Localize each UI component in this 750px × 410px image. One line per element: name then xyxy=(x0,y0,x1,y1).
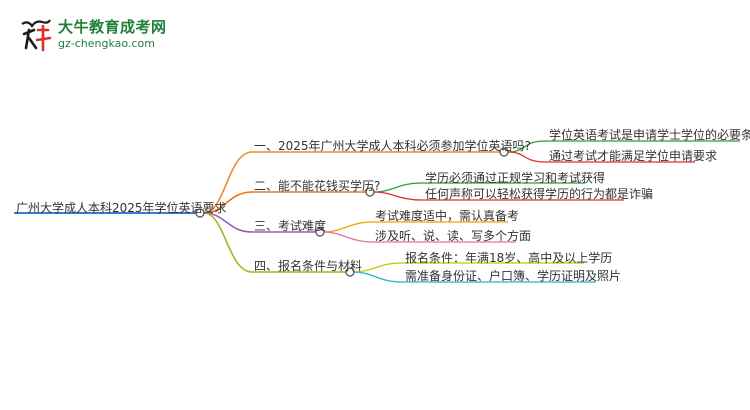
branch-3-child-1: 考试难度适中，需认真备考 xyxy=(375,209,520,223)
brand-name: 大牛教育成考网 xyxy=(58,18,167,36)
branch-4-child-1: 报名条件：年满18岁、高中及以上学历 xyxy=(405,251,613,265)
branch-4-collapse-node[interactable] xyxy=(345,267,355,277)
branch-4-child-2-curve xyxy=(353,271,402,283)
branch-2-collapse-node[interactable] xyxy=(365,187,375,197)
branch-1-label: 一、2025年广州大学成人本科必须参加学位英语吗? xyxy=(254,139,531,153)
bull-logo-icon xyxy=(21,19,52,52)
branch-3-child-2-curve xyxy=(323,231,373,243)
branch-3-child-2: 涉及听、说、读、写多个方面 xyxy=(375,229,532,243)
branch-3-collapse-node[interactable] xyxy=(315,227,325,237)
branch-1-child-1: 学位英语考试是申请学士学位的必要条件 xyxy=(549,128,750,142)
branch-1-curve xyxy=(203,151,253,214)
branch-2-child-1: 学历必须通过正规学习和考试获得 xyxy=(425,171,606,185)
root-node-label: 广州大学成人本科2025年学位英语要求 xyxy=(16,201,227,215)
branch-4-label: 四、报名条件与材料 xyxy=(254,259,363,273)
branch-3-child-1-curve xyxy=(323,221,373,233)
branch-2-label: 二、能不能花钱买学历? xyxy=(254,179,381,193)
branch-2-child-1-curve xyxy=(373,182,422,193)
brand-logo[interactable]: 大牛教育成考网 gz-chengkao.com xyxy=(18,14,188,54)
branch-2-child-2: 任何声称可以轻松获得学历的行为都是诈骗 xyxy=(425,187,654,201)
branch-3-label: 三、考试难度 xyxy=(254,219,327,233)
branch-1-child-2: 通过考试才能满足学位申请要求 xyxy=(549,149,718,163)
branch-4-curve xyxy=(203,212,253,273)
branch-2-curve xyxy=(203,191,253,214)
branch-4-child-2: 需准备身份证、户口簿、学历证明及照片 xyxy=(405,269,622,283)
branch-1-child-2-curve xyxy=(507,151,546,163)
brand-url: gz-chengkao.com xyxy=(58,37,155,50)
root-collapse-node[interactable] xyxy=(195,208,205,218)
branch-2-child-2-curve xyxy=(373,191,422,201)
branch-1-collapse-node[interactable] xyxy=(499,147,509,157)
